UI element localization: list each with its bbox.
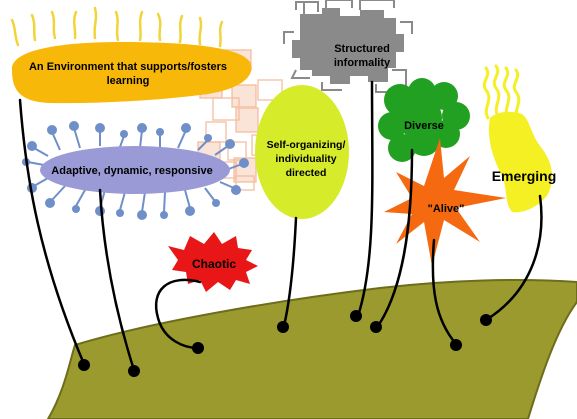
environment-blob — [11, 42, 252, 104]
chaotic-splat — [168, 232, 258, 292]
chaotic-label: Chaotic — [192, 257, 236, 271]
structured-maze-lines — [283, 0, 413, 93]
diverse-blob — [378, 78, 470, 162]
emerging-label: Emerging — [492, 168, 557, 184]
environment-label-line2: learning — [107, 75, 150, 87]
adaptive-spikes — [27, 127, 243, 213]
stem-end-dots — [78, 310, 492, 377]
stems — [18, 80, 543, 372]
diverse-label: Diverse — [404, 120, 444, 132]
self-organizing-label-line2: individuality — [275, 153, 336, 165]
structured-label-line1: Structured — [334, 43, 390, 55]
emerging-blob — [488, 111, 553, 213]
adaptive-blob — [40, 146, 230, 194]
environment-label-line1: An Environment that supports/fosters — [29, 61, 227, 73]
self-organizing-label-line3: directed — [286, 167, 327, 179]
adaptive-label: Adaptive, dynamic, responsive — [51, 165, 212, 177]
alive-star — [384, 138, 506, 266]
structured-label-line2: informality — [334, 57, 391, 69]
self-organizing-blob — [255, 85, 349, 219]
alive-label: "Alive" — [428, 203, 465, 215]
structured-blob — [292, 8, 404, 84]
adaptive-knobs — [22, 121, 249, 220]
emerging-wavy-lines — [482, 64, 521, 122]
environment-hairs — [10, 6, 224, 48]
self-organizing-label-line1: Self-organizing/ — [267, 139, 346, 151]
